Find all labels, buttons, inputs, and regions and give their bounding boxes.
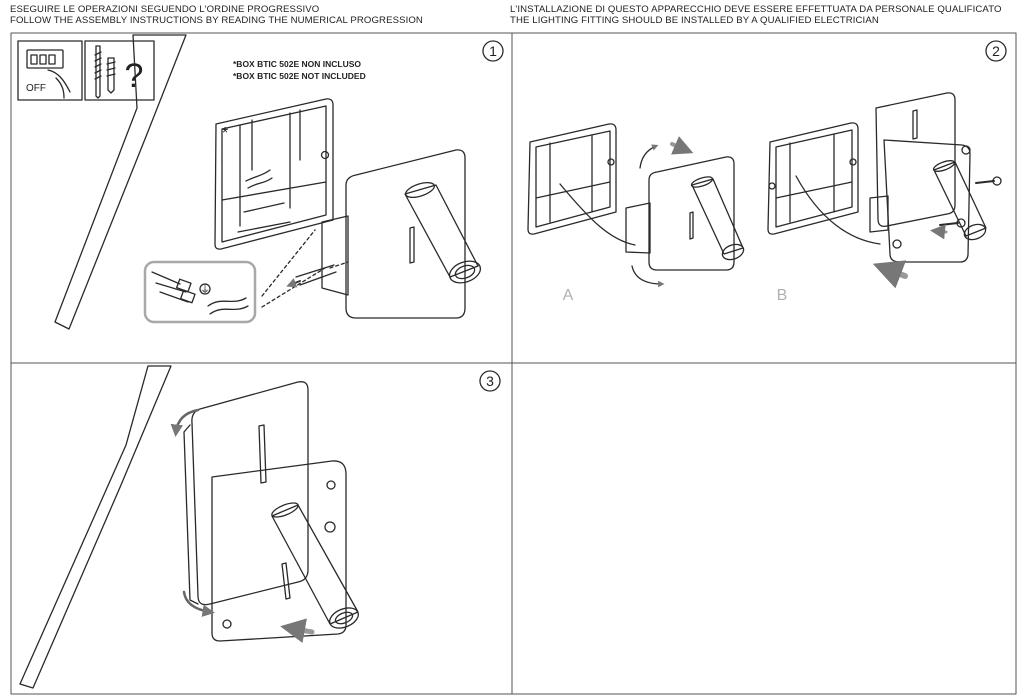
lamp-arm — [271, 504, 359, 625]
wall-section — [54, 34, 187, 330]
off-label: OFF — [26, 83, 46, 94]
power-off-icon: OFF — [17, 40, 83, 101]
header-right: L'INSTALLAZIONE DI QUESTO APPARECCHIO DE… — [510, 4, 1002, 26]
step-2-badge — [985, 40, 1007, 62]
rotate-arrow-icon-2 — [631, 265, 665, 288]
asterisk-mark: * — [222, 125, 228, 142]
push-arrow-a — [670, 136, 694, 155]
switch-slot — [258, 424, 267, 484]
step-3-number: 3 — [486, 373, 494, 389]
panel-step-1: 1 OFF ? *BOX BTIC 502E NON INCLUSO *BOX … — [17, 34, 504, 330]
push-arrow-b — [872, 260, 908, 289]
wall-section-3 — [19, 365, 172, 689]
variant-b: B — [767, 92, 1002, 304]
ground-icon: ⏚ — [200, 284, 210, 296]
box-note-it: *BOX BTIC 502E NON INCLUSO — [233, 59, 361, 69]
panel-grid — [10, 32, 1017, 695]
recessed-box: * — [214, 98, 334, 250]
wire-leader — [261, 229, 349, 308]
header-left-line1: ESEGUIRE LE OPERAZIONI SEGUENDO L'ORDINE… — [10, 4, 320, 15]
wire-terminal — [295, 264, 337, 286]
step-2-number: 2 — [992, 43, 1000, 59]
header-left-line2: FOLLOW THE ASSEMBLY INSTRUCTIONS BY READ… — [10, 15, 423, 26]
label-a: A — [563, 287, 574, 304]
header-right-line2: THE LIGHTING FITTING SHOULD BE INSTALLED… — [510, 15, 879, 26]
rotate-arrow-icon-4 — [182, 590, 215, 617]
front-plate — [191, 381, 309, 606]
header-right-line1: L'INSTALLAZIONE DI QUESTO APPARECCHIO DE… — [510, 4, 1002, 15]
wiring-callout: ⏚ — [143, 260, 257, 324]
step-1-number: 1 — [489, 43, 497, 59]
push-arrow-3 — [280, 618, 315, 643]
label-b: B — [777, 287, 788, 304]
screws-icon — [84, 40, 155, 101]
panel-step-2: 2 A — [527, 40, 1007, 304]
box-note-en: *BOX BTIC 502E NOT INCLUDED — [233, 71, 366, 81]
panel-step-3: 3 — [19, 365, 501, 689]
rotate-arrow-icon-3 — [170, 408, 200, 437]
variant-a: A — [527, 123, 745, 304]
step-1-badge — [482, 40, 504, 62]
rotate-arrow-icon — [639, 144, 659, 169]
push-arrow-icon — [286, 278, 301, 288]
question-icon: ? — [125, 57, 144, 95]
header-left: ESEGUIRE LE OPERAZIONI SEGUENDO L'ORDINE… — [10, 4, 423, 26]
lamp-plate — [321, 149, 482, 319]
step-3-badge — [479, 370, 501, 392]
mounting-bracket — [211, 460, 347, 642]
